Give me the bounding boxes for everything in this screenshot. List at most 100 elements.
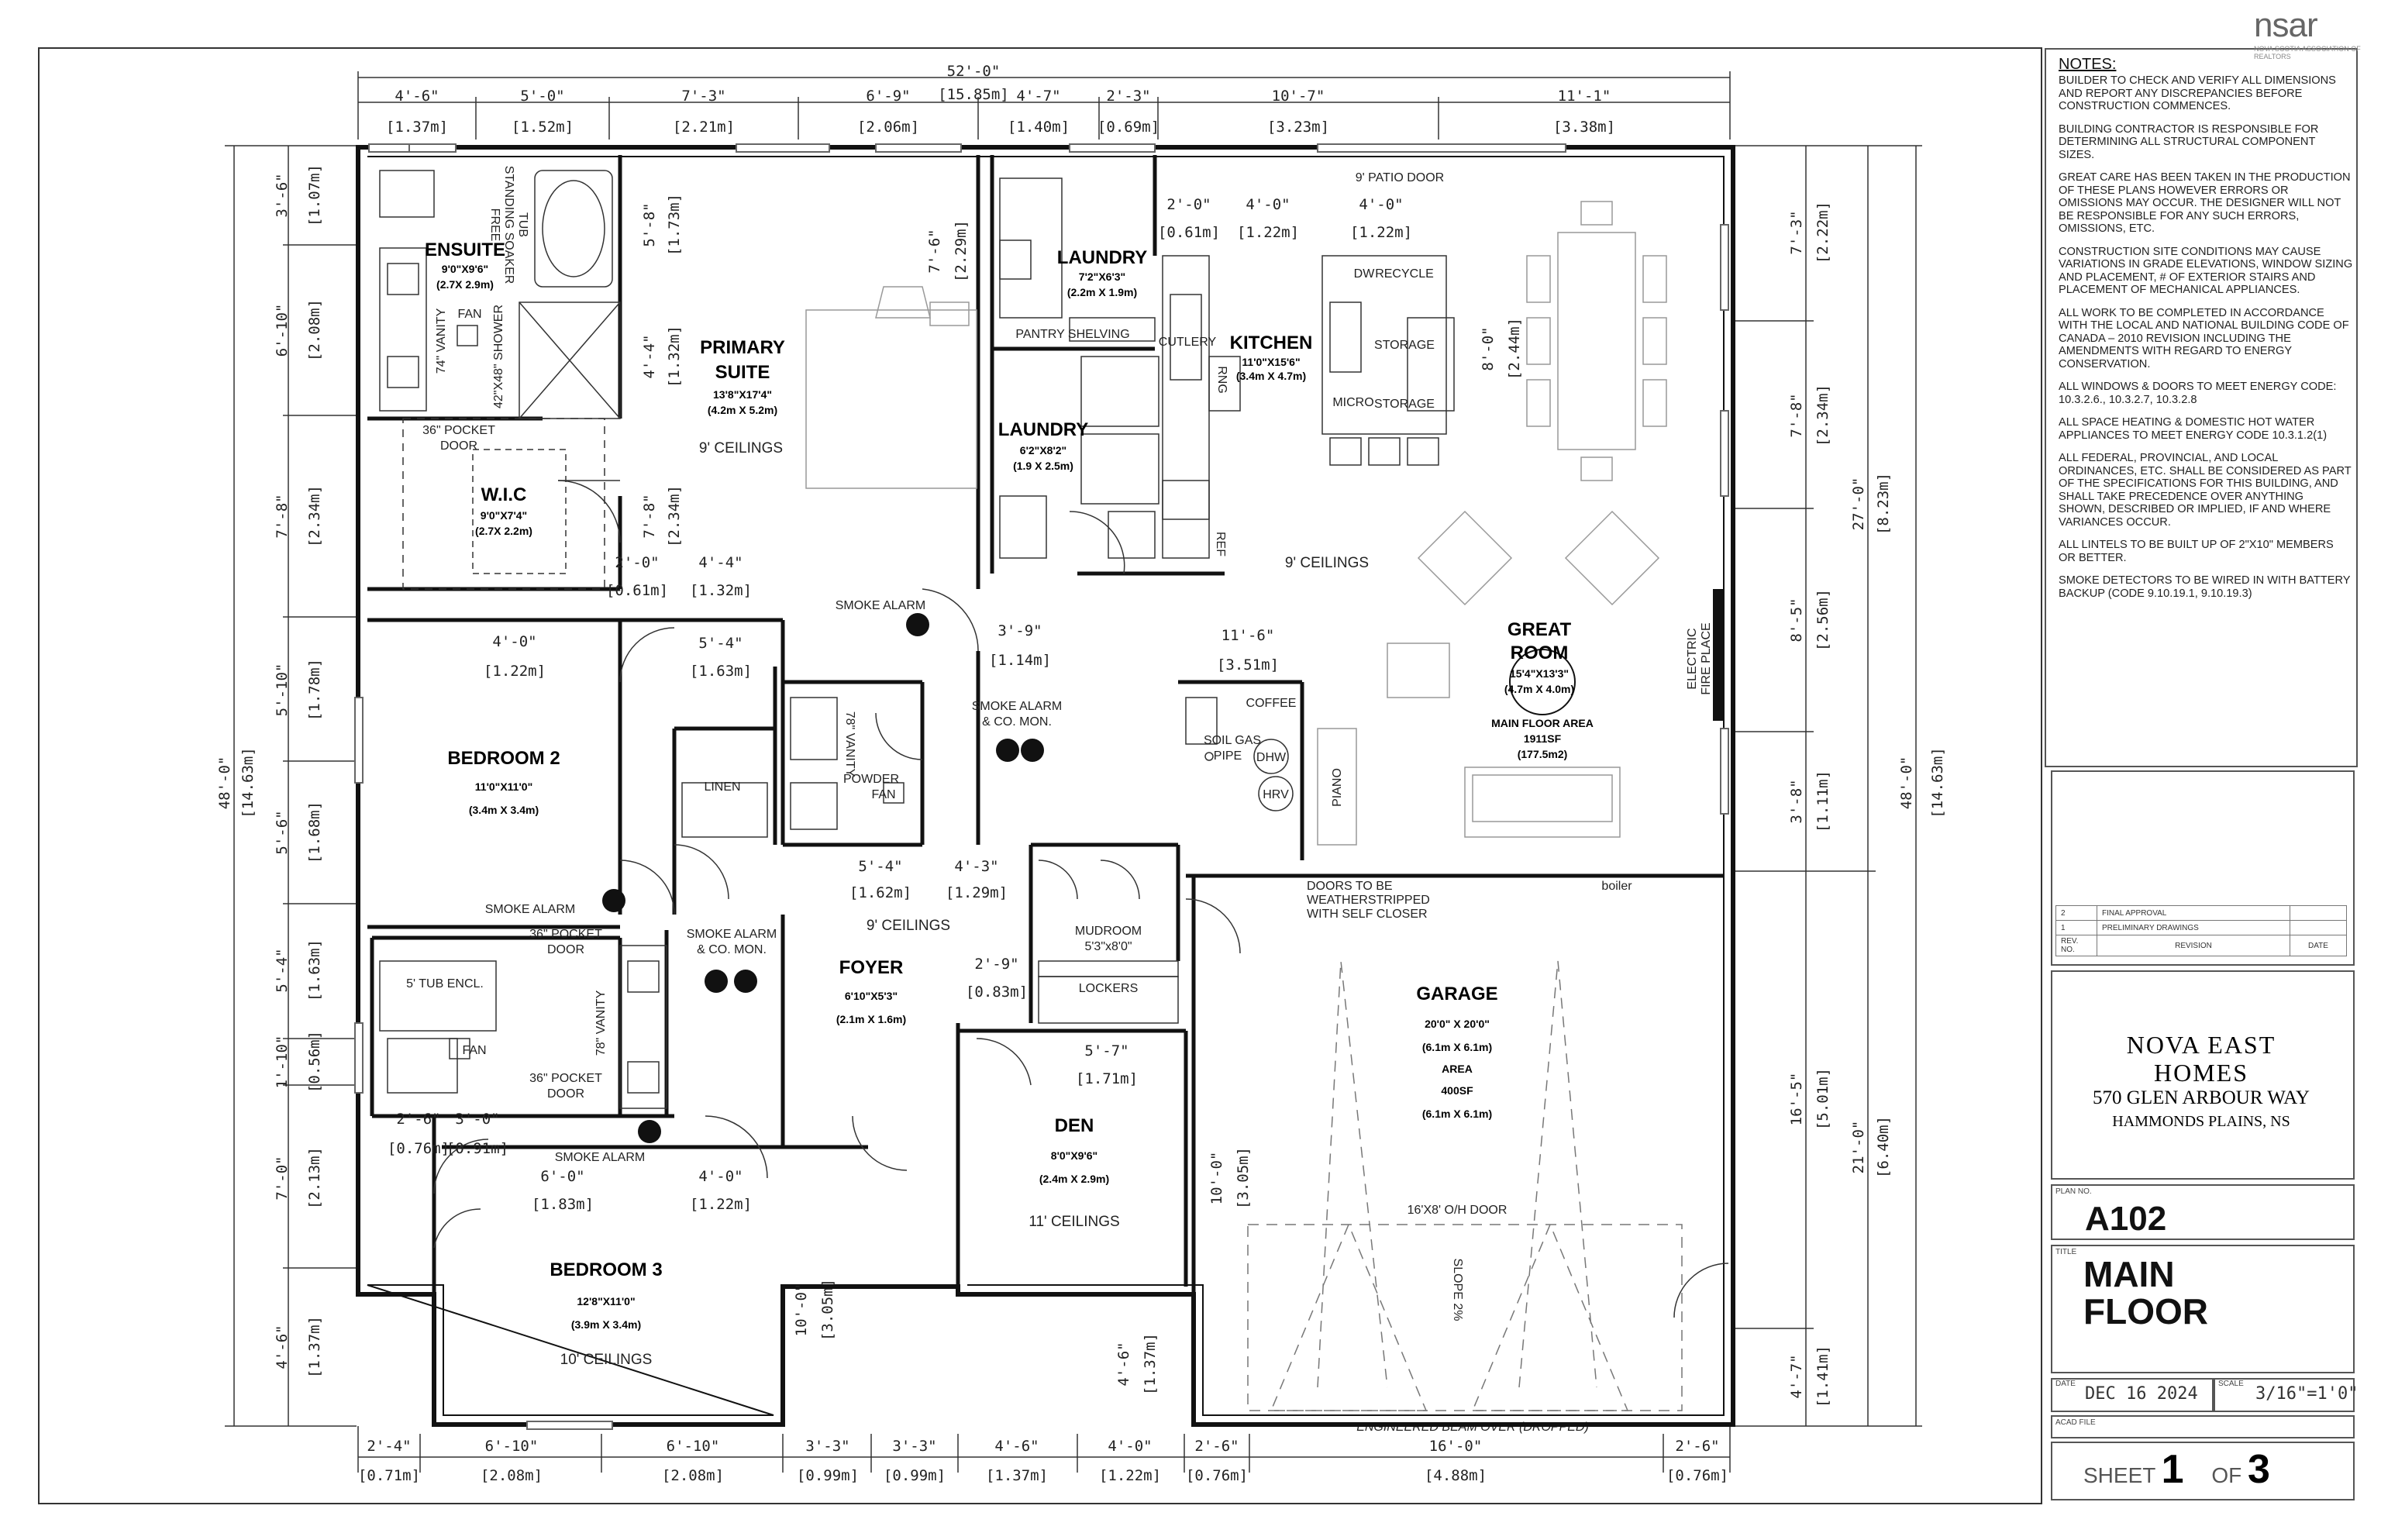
garage-area-label: AREA bbox=[1442, 1063, 1473, 1075]
plan-number: A102 bbox=[2085, 1200, 2167, 1238]
room-ceiling: 9' CEILINGS bbox=[867, 918, 950, 934]
inner-dim: 4'-0" bbox=[1246, 196, 1290, 213]
sheet-label: SHEET bbox=[2083, 1463, 2155, 1487]
left-dim-m: [1.68m] bbox=[306, 801, 323, 863]
left-dim: 4'-6" bbox=[274, 1325, 291, 1369]
room-metric: (3.4m X 3.4m) bbox=[469, 804, 539, 816]
vanity-label: 78" VANITY bbox=[594, 990, 608, 1056]
sheet-border bbox=[38, 47, 2042, 1504]
room-size: 5'3"x8'0" bbox=[1084, 940, 1132, 953]
rev-header-date: DATE bbox=[2290, 935, 2347, 956]
left-dim: 5'-6" bbox=[274, 810, 291, 854]
coffee-label: COFFEE bbox=[1246, 697, 1297, 710]
top-dim-m: [2.21m] bbox=[673, 119, 735, 136]
right-dim: 7'-3" bbox=[1788, 210, 1805, 254]
room-metric: (2.1m X 1.6m) bbox=[836, 1013, 906, 1025]
note-item: ALL SPACE HEATING & DOMESTIC HOT WATER A… bbox=[2059, 416, 2328, 442]
top-dim-m: [0.69m] bbox=[1097, 119, 1159, 136]
overall-width-metric: [15.85m] bbox=[938, 86, 1009, 103]
micro-label: MICRO bbox=[1332, 396, 1373, 409]
dhw-label: DHW bbox=[1256, 751, 1287, 764]
boiler-label: boiler bbox=[1601, 880, 1632, 893]
date-label: DATE bbox=[2055, 1380, 2076, 1388]
floor-area: 1911SF bbox=[1524, 732, 1562, 745]
plan-no-box bbox=[2051, 1184, 2355, 1240]
inner-dim: [1.83m] bbox=[532, 1196, 594, 1213]
main-ceiling: 9' CEILINGS bbox=[1285, 555, 1369, 571]
cutlery-label: CUTLERY bbox=[1159, 336, 1217, 349]
garage-door-label: 16'X8' O/H DOOR bbox=[1408, 1204, 1508, 1217]
scale-box bbox=[2214, 1378, 2355, 1412]
top-dim: 10'-7" bbox=[1272, 88, 1325, 105]
company-name: NOVA EAST bbox=[2126, 1031, 2276, 1059]
inner-dim: [0.61m] bbox=[606, 582, 668, 599]
powder-fixtures bbox=[681, 697, 905, 838]
room-primary-2: SUITE bbox=[715, 362, 770, 383]
note-item: ALL WORK TO BE COMPLETED IN ACCORDANCE W… bbox=[2059, 306, 2349, 370]
inner-dim: 10'-0" bbox=[793, 1283, 810, 1337]
inner-dim: 7'-8" bbox=[641, 494, 658, 538]
bottom-dim: 4'-0" bbox=[1108, 1438, 1152, 1455]
rev-header-no: REV. NO. bbox=[2055, 935, 2097, 956]
inner-dim: [3.05m] bbox=[819, 1279, 836, 1341]
sheet-number: SHEET 1 OF 3 bbox=[2083, 1446, 2270, 1493]
sheet-no: 1 bbox=[2161, 1447, 2184, 1492]
room-size: 9'0"X7'4" bbox=[481, 509, 527, 522]
bottom-dim: 4'-6" bbox=[994, 1438, 1039, 1455]
inner-dim: [0.76m] bbox=[388, 1140, 450, 1157]
bottom-dim-m: [0.99m] bbox=[797, 1467, 859, 1484]
date-box bbox=[2051, 1378, 2214, 1412]
garage-markings bbox=[1247, 960, 1683, 1411]
weather-label-3: WITH SELF CLOSER bbox=[1307, 908, 1428, 921]
smoke-alarm-label: SMOKE ALARM bbox=[555, 1151, 645, 1164]
sheet-box bbox=[2051, 1442, 2355, 1500]
note-item: GREAT CARE HAS BEEN TAKEN IN THE PRODUCT… bbox=[2059, 171, 2351, 235]
inner-dim: 5'-8" bbox=[641, 202, 658, 246]
room-size: 11'0"X15'6" bbox=[1242, 356, 1300, 368]
room-bedroom3: BEDROOM 3 bbox=[550, 1259, 662, 1280]
powder-label: POWDER bbox=[843, 773, 899, 786]
room-size: 6'2"X8'2" bbox=[1020, 444, 1066, 456]
revision-box bbox=[2051, 770, 2355, 966]
top-dim-m: [3.23m] bbox=[1267, 119, 1329, 136]
bath-fixtures bbox=[379, 945, 667, 1109]
bottom-dim-m: [4.88m] bbox=[1425, 1467, 1487, 1484]
smoke-alarm-label: SMOKE ALARM bbox=[485, 903, 575, 916]
soil-gas-label-2: PIPE bbox=[1214, 749, 1242, 763]
fireplace-label-2: FIRE PLACE bbox=[1700, 622, 1713, 694]
revision-table: 2 FINAL APPROVAL 1 PRELIMINARY DRAWINGS … bbox=[2055, 905, 2347, 956]
misc-labels: 9' PATIO DOOR PANTRY SHELVING FREE STAND… bbox=[406, 166, 1713, 1164]
exterior-walls-inner bbox=[367, 156, 1725, 1416]
inner-dim: 4'-0" bbox=[698, 1168, 743, 1185]
sheet-title: MAIN FLOOR bbox=[2083, 1256, 2208, 1330]
left-dim-m: [1.07m] bbox=[306, 164, 323, 226]
inner-dim: [0.91m] bbox=[446, 1140, 508, 1157]
dw-label: DW bbox=[1354, 267, 1376, 281]
inner-dimension-labels: 2'-0" [0.61m] 4'-0" [1.22m] 4'-0" [1.22m… bbox=[388, 194, 1523, 1395]
inner-dim: [1.62m] bbox=[849, 884, 911, 901]
pocket-door-label: 36" POCKET bbox=[422, 424, 495, 437]
vanity-label: 74" VANITY bbox=[435, 308, 448, 374]
room-metric: (4.7m X 4.0m) bbox=[1504, 683, 1574, 695]
inner-dim: 4'-3" bbox=[954, 858, 998, 875]
inner-dim: 8'-0" bbox=[1480, 326, 1497, 370]
left-dim-m: [1.78m] bbox=[306, 659, 323, 721]
interior-walls bbox=[367, 155, 1724, 1415]
great-room-furniture bbox=[1317, 510, 1660, 846]
bottom-dim-m: [0.71m] bbox=[358, 1467, 420, 1484]
bottom-dim-m: [0.76m] bbox=[1186, 1467, 1248, 1484]
tub-enclosure-label: 5' TUB ENCL. bbox=[406, 977, 484, 990]
room-size: 8'0"X9'6" bbox=[1051, 1149, 1097, 1162]
inner-dim: 4'-0" bbox=[1359, 196, 1403, 213]
laundry-fixtures bbox=[999, 177, 1159, 559]
inner-dim: [1.63m] bbox=[690, 663, 752, 680]
table-header: REV. NO. REVISION DATE bbox=[2055, 935, 2347, 956]
room-size: 20'0" X 20'0" bbox=[1425, 1018, 1490, 1030]
bottom-dimensions bbox=[357, 1426, 1731, 1473]
title-box bbox=[2051, 1245, 2355, 1373]
room-metric: (4.2m X 5.2m) bbox=[708, 404, 777, 416]
rev-date bbox=[2290, 920, 2347, 935]
room-foyer: FOYER bbox=[839, 957, 904, 978]
mudroom-lockers bbox=[1038, 960, 1179, 1024]
inner-dim: [3.05m] bbox=[1235, 1147, 1252, 1209]
